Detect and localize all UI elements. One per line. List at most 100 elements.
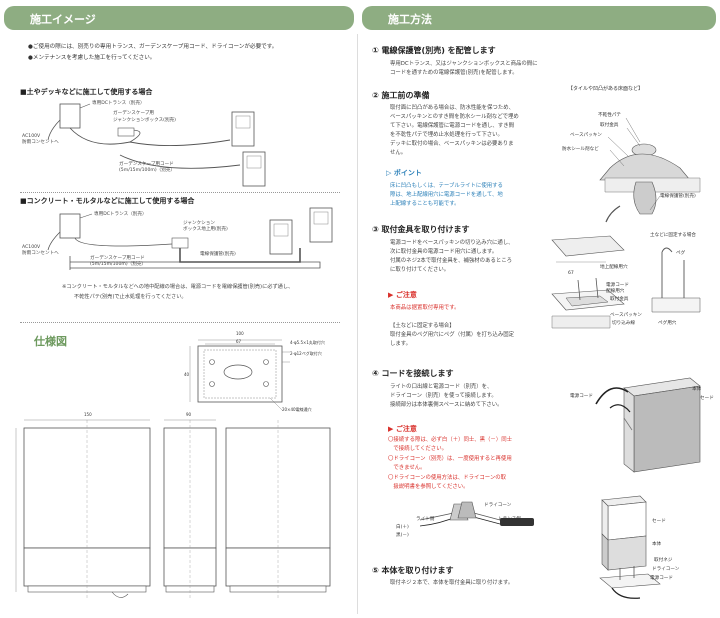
step3-note-title: ▶ ご注意	[388, 291, 417, 299]
sec1-jbox-label-2: ジャンクションボックス(別売)	[113, 118, 176, 123]
step3-label-bracket: 取付金具	[610, 297, 629, 302]
sec1-title: ■土やデッキなどに施工して使用する場合	[20, 88, 153, 96]
sec1-ac-label-2: 防雨コンセントへ	[22, 140, 59, 145]
step4-label-cord: 電源コード	[570, 394, 593, 399]
sec1-ac-label-1: AC100V	[22, 134, 41, 139]
step4-note-4: 〇ドライコーンの使用方法は、ドライコーンの取	[388, 475, 507, 481]
step5-label-cord: 電源コード	[650, 576, 673, 581]
sec2-jbox-label-1: ジャンクション	[183, 221, 215, 226]
spec-dim-150: 150	[84, 412, 92, 417]
sec2-pipe-label: 電線保護管(別売)	[200, 252, 236, 257]
step5-label-body: 本体	[652, 542, 662, 547]
sec1-cord-label-1: ガーデンスケープ用コード	[119, 162, 174, 167]
sec1-cord-label-2: (5m/15m/100m)（別売）	[119, 168, 176, 173]
step3-label-packing: ベースパッキン	[610, 313, 642, 318]
step5-label-shade: セード	[652, 519, 666, 524]
step4-note-3: できません。	[388, 465, 426, 471]
sec2-cord-label-1: ガーデンスケープ用コード	[90, 256, 145, 261]
step3-body-1: 次に取付金具の電源コード用穴に通します。	[390, 249, 498, 255]
step3-body-2: 付属のネジ2本で取付金具を、補強材のあるところ	[390, 258, 513, 264]
step3-note-red: 本商品は据置取付専用です。	[390, 305, 460, 311]
step3-sub-1: します。	[390, 341, 412, 347]
step2-point-1: 際は、地上配線用穴に電源コードを通して、地	[390, 192, 503, 198]
step4-label-white: 白(＋)	[396, 525, 409, 530]
spec-label-mount-holes: 4-φ5.5×1丸取付穴	[290, 340, 325, 345]
sec2-title: ■コンクリート・モルタルなどに施工して使用する場合	[20, 197, 195, 205]
step3-label-peg-hole: ペグ用穴	[658, 321, 677, 326]
step4-label-trans: トランス側	[498, 517, 521, 522]
step3-illustration	[551, 235, 701, 329]
step3-label-slit: 切り込み線	[612, 321, 635, 326]
spec-dim-100: 100	[236, 331, 244, 336]
step4-body-1: ドライコーン（別売）を使って接続します。	[390, 393, 497, 399]
step2-label-seal: 防水シール剤など	[562, 147, 599, 152]
step4-note-0: 〇接続する際は、必ず白（＋）同士、黒（－）同士	[388, 437, 512, 443]
step2-point-2: 上配線することも可能です。	[390, 201, 460, 207]
step3-body-3: に取り付けてください。	[390, 267, 450, 273]
step2-point-title: ▷ ポイント	[386, 169, 422, 177]
figure-caption-tile-floor: 【タイルや凹凸がある床面など】	[568, 86, 644, 92]
sec2-ac-label-2: 防雨コンセントへ	[22, 251, 59, 256]
step3-label-peg: ペグ	[676, 251, 686, 256]
bullet-2: ●メンテナンスを考慮した施工を行ってください。	[28, 55, 156, 61]
sec1-illustration	[47, 103, 266, 187]
step3-label-ground-hole: 地上配線用穴	[600, 265, 628, 270]
step5-label-screw: 取付ネジ	[654, 558, 673, 563]
spec-drawing	[15, 339, 331, 600]
step2-label-pipe: 電線保護管(別売)	[660, 194, 696, 199]
step4-note-title: ▶ ご注意	[388, 425, 417, 433]
spec-label-wire-hole: 20×40電線通穴	[282, 407, 312, 412]
step4-body-0: ライトの口出線と電源コード（別売）を、	[390, 384, 493, 390]
step5-body: 取付ネジ２本で、本体を取付金具に取り付けます。	[390, 580, 514, 586]
step2-label-packing: ベースパッキン	[570, 133, 602, 138]
step2-body-0: 取付面に凹凸がある場合は、防水性能を保つため、	[390, 105, 514, 111]
step5-label-drycone: ドライコーン	[652, 567, 680, 572]
step2-point-0: 床に凹凸もしくは、テーブルライトに使用する	[390, 183, 503, 189]
step2-body-1: ベースパッキンとのすき間を防水シール剤などで埋め	[390, 114, 519, 120]
step2-body-3: を不乾性パテで埋め止水処理を行って下さい。	[390, 132, 503, 138]
step3-body-0: 電源コードをベースパッキンの切り込み穴に通し、	[390, 240, 514, 246]
step3-label-cord-hole-1: 電源コード	[606, 283, 629, 288]
step4-note-2: 〇ドライコーン（別売）は、一度使用すると再使用	[388, 456, 512, 462]
sec2-cord-label-2: (5m/15m/100m)（別売）	[90, 262, 147, 267]
step4-title: ④ コードを接続します	[372, 369, 454, 378]
step3-label-soil: 土などに固定する場合	[650, 233, 696, 238]
step4-label-body: 本体	[692, 387, 702, 392]
step4-label-black: 黒(－)	[396, 533, 409, 538]
step1-body-1: 専用DCトランス、又はジャンクションボックスと商品の間に	[390, 61, 538, 67]
step2-title: ② 施工前の準備	[372, 91, 430, 100]
spec-label-peg-holes: 2-φ12ペグ取付穴	[290, 351, 322, 356]
step4-body-illustration	[595, 377, 701, 473]
step1-title: ① 電線保護管(別売) を配管します	[372, 46, 496, 55]
step4-note-1: で接続してください。	[388, 446, 447, 452]
step2-label-mount: 取付金具	[600, 123, 619, 128]
sec2-transformer-label: 専用DCトランス（別売）	[94, 212, 147, 217]
section-header-construction-image: 施工イメージ	[4, 6, 354, 30]
sec2-illustration	[47, 207, 333, 270]
step3-label-cord-hole-2: 配線用穴	[606, 289, 625, 294]
spec-dim-90: 90	[186, 412, 192, 417]
step2-body-5: せん。	[390, 150, 407, 156]
sec2-ac-label-1: AC100V	[22, 245, 41, 250]
step2-body-4: デッキに取付の場合、ベースパッキンは必要ありま	[390, 141, 514, 147]
step5-title: ⑤ 本体を取り付けます	[372, 566, 454, 575]
step3-title: ③ 取付金具を取り付けます	[372, 225, 470, 234]
step3-label-dim: 67	[568, 271, 574, 276]
step4-drycone-illustration	[419, 501, 534, 527]
step2-illustration	[599, 117, 701, 223]
step4-label-shade: セード	[700, 396, 714, 401]
sec2-note-2: 不乾性パテ(別売)で止水処理を行ってください。	[74, 294, 187, 300]
step4-body-2: 接続部分は本体裏側スペースに納めて下さい。	[390, 402, 503, 408]
spec-dim-67: 67	[236, 339, 242, 344]
step4-label-lightwire: ライト側	[416, 517, 435, 522]
sec1-transformer-label: 専用DCトランス（別売）	[92, 101, 145, 106]
step2-body-2: て下さい。電線保護管に電源コードを通し、すき間	[390, 123, 514, 129]
step4-label-drycone: ドライコーン	[484, 503, 512, 508]
sec1-jbox-label-1: ガーデンスケープ用	[113, 111, 154, 116]
sec2-jbox-label-2: ボックス地上用(別売)	[183, 227, 228, 232]
bullet-1: ●ご使用の際には、別売りの専用トランス、ガーデンスケープ用コード、ドライコーンが…	[28, 44, 278, 50]
step3-sub-title: 【土などに固定する場合】	[390, 323, 455, 329]
spec-dim-h: 40	[184, 372, 190, 377]
sec2-note-1: ※コンクリート・モルタルなどへの地中配線の場合は、電源コードを電線保護管(別売)…	[62, 284, 294, 290]
